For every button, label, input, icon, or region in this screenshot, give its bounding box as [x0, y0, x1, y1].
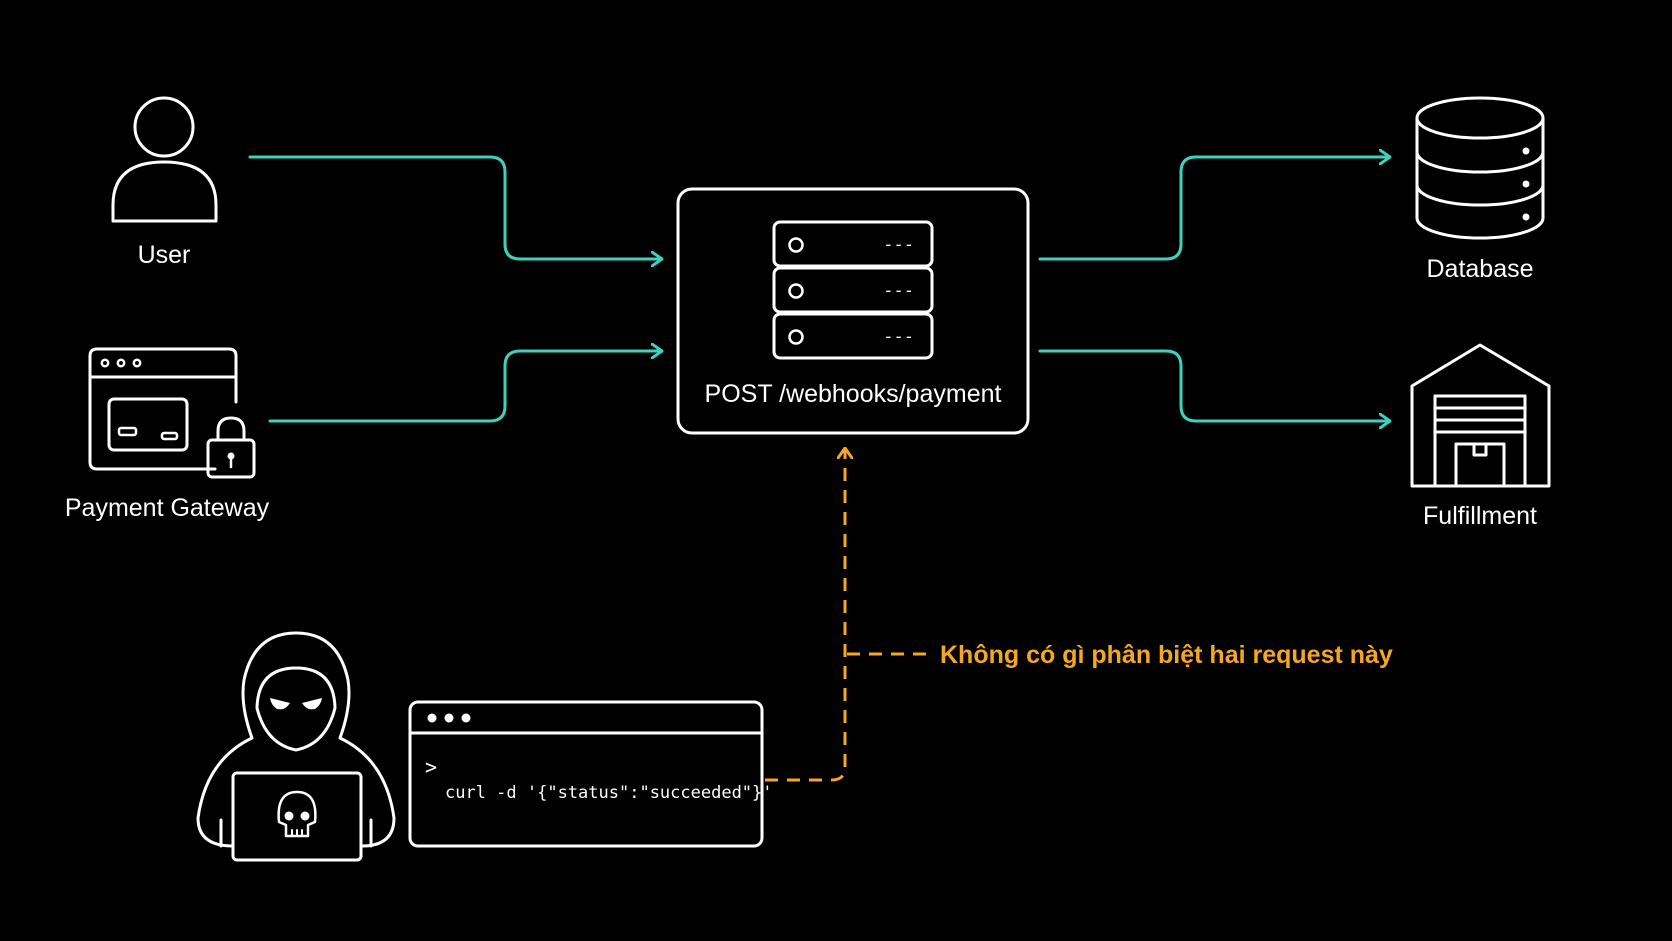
- payment-gateway-label: Payment Gateway: [65, 494, 270, 522]
- flow-arrow-gateway-to-endpoint: [268, 351, 664, 423]
- attacker-node: [196, 631, 396, 862]
- server-slot-3-text: ---: [883, 327, 914, 347]
- flow-arrow-endpoint-to-fulfillment: [1038, 349, 1392, 421]
- server-slot-2-text: ---: [883, 281, 914, 301]
- database-icon: [1415, 96, 1545, 240]
- endpoint-label: POST /webhooks/payment: [705, 380, 1002, 408]
- endpoint-box: [676, 187, 1030, 435]
- server-slot-1-text: ---: [883, 235, 914, 255]
- database-label: Database: [1426, 255, 1533, 283]
- warehouse-icon: [1410, 343, 1551, 488]
- flow-connectors: [248, 155, 1392, 423]
- skull-icon: [277, 790, 317, 838]
- terminal-window: > curl -d '{"status":"succeeded"}': [408, 700, 773, 848]
- spoofed-request-arrow: [765, 448, 845, 782]
- laptop-icon: [231, 771, 363, 862]
- annotation-text: Không có gì phân biệt hai request này: [940, 641, 1393, 669]
- window-dot: [427, 713, 437, 723]
- attacker-request-path: [765, 448, 928, 782]
- webhook-endpoint-node: --- --- --- POST /webhooks/payment: [676, 187, 1030, 435]
- terminal-prompt: >: [425, 755, 437, 779]
- user-label: User: [138, 241, 191, 269]
- padlock-icon: [206, 416, 256, 479]
- fulfillment-label: Fulfillment: [1423, 502, 1537, 530]
- hooded-hacker-icon: [196, 631, 396, 862]
- terminal-command: curl -d '{"status":"succeeded"}': [445, 783, 773, 803]
- window-dot: [461, 713, 471, 723]
- payment-gateway-icon: [88, 347, 256, 479]
- flow-arrow-endpoint-to-database: [1038, 157, 1392, 261]
- server-rack-icon: --- --- ---: [772, 220, 934, 360]
- fulfillment-node: Fulfillment: [1410, 343, 1551, 530]
- user-node: User: [111, 96, 218, 269]
- flow-arrow-user-to-endpoint: [248, 155, 664, 259]
- window-dot: [444, 713, 454, 723]
- database-node: Database: [1415, 96, 1545, 283]
- payment-gateway-node: Payment Gateway: [65, 347, 270, 522]
- user-icon: [111, 96, 218, 223]
